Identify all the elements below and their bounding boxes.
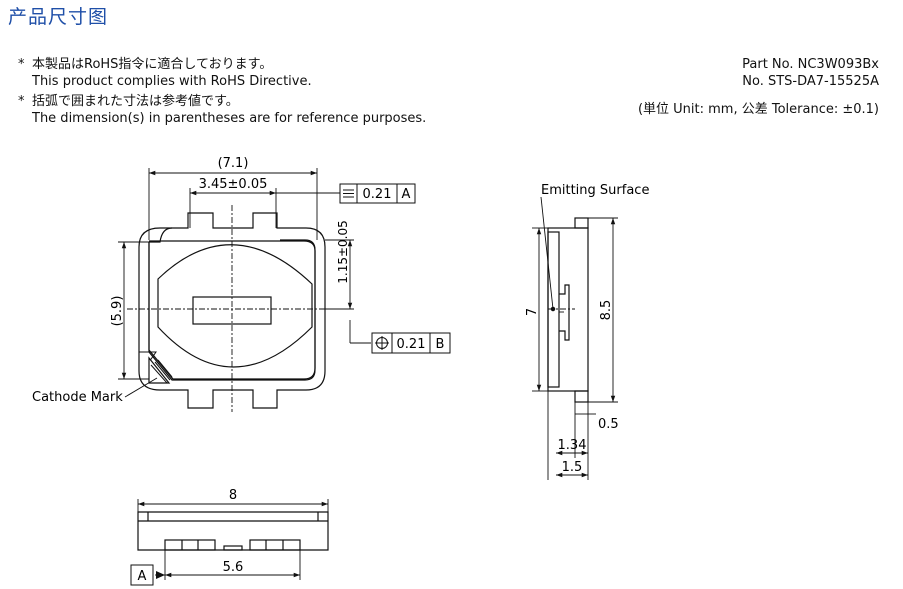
units-tolerance: (単位 Unit: mm, 公差 Tolerance: ±0.1) — [637, 102, 879, 117]
position-value: 0.21 — [397, 337, 426, 352]
note-rohs-jp: 本製品はRoHS指令に適合しております。 — [32, 57, 273, 72]
flatness-value: 0.21 — [363, 187, 392, 202]
position-icon — [375, 336, 389, 350]
note-rohs: * 本製品はRoHS指令に適合しております。 This product compl… — [18, 56, 312, 90]
emitting-dome — [157, 244, 313, 368]
dim-width-ref: (7.1) — [218, 156, 249, 171]
flatness-icon — [343, 189, 354, 198]
dim-offset: 1.15±0.05 — [336, 220, 350, 284]
emitting-surface-label: Emitting Surface — [541, 183, 649, 198]
note-marker: * — [18, 94, 25, 109]
dim-8: 8 — [229, 488, 237, 503]
bottom-view — [137, 511, 329, 551]
side-view — [547, 217, 589, 403]
top-view-outline — [138, 212, 326, 409]
dim-8-5: 8.5 — [599, 300, 614, 321]
flatness-frame — [339, 183, 416, 204]
dim-0-5: 0.5 — [598, 417, 619, 432]
note-reference-en: The dimension(s) in parentheses are for … — [32, 111, 427, 126]
note-reference: * 括弧で囲まれた寸法は参考値です。 The dimension(s) in pa… — [18, 93, 426, 127]
note-marker: * — [18, 57, 25, 72]
part-info: Part No. NC3W093Bx No. STS-DA7-15525A — [742, 56, 879, 90]
dim-7: 7 — [525, 308, 540, 316]
cathode-mark — [148, 356, 171, 384]
datum-a-label: A — [138, 569, 147, 584]
note-reference-jp: 括弧で囲まれた寸法は参考値です。 — [32, 94, 239, 109]
flatness-datum: A — [402, 187, 411, 202]
datum-a-box — [130, 564, 154, 586]
cathode-mark-label: Cathode Mark — [32, 390, 123, 405]
position-datum: B — [436, 337, 445, 352]
dim-1-34: 1.34 — [558, 438, 587, 453]
dim-5-6: 5.6 — [223, 560, 244, 575]
top-view — [138, 212, 326, 409]
part-number: Part No. NC3W093Bx — [742, 57, 879, 72]
page-title: 产品尺寸图 — [8, 6, 109, 28]
dim-pad-pitch: 3.45±0.05 — [199, 177, 268, 192]
dim-1-5: 1.5 — [562, 460, 583, 475]
note-rohs-en: This product complies with RoHS Directiv… — [32, 74, 312, 89]
position-frame — [371, 332, 451, 354]
dim-height-ref: (5.9) — [110, 296, 125, 327]
document-number: No. STS-DA7-15525A — [742, 74, 879, 89]
